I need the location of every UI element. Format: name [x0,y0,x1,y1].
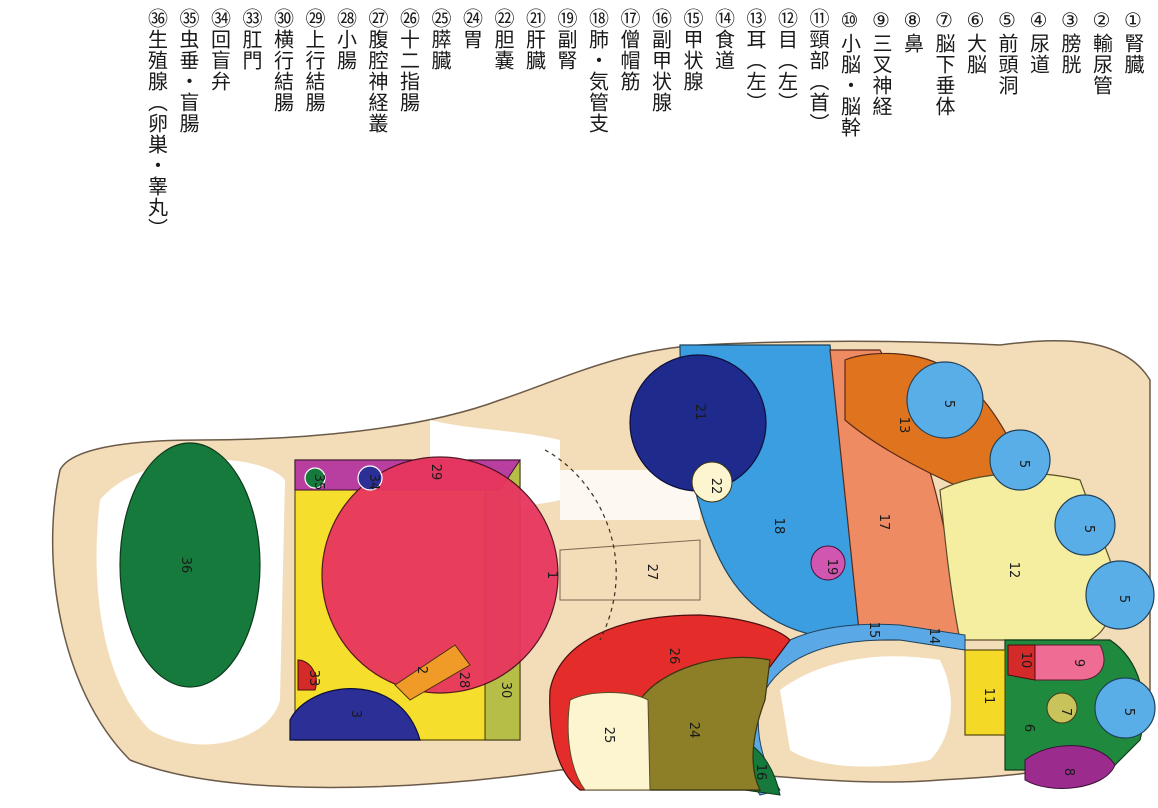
label-z19: 19 [824,559,839,576]
legend-item: ⑭食道 [711,8,737,71]
legend-item: ⑬耳（左） [742,8,768,113]
label-z22: 22 [708,478,723,495]
legend-item: ㉖十二指腸 [396,8,422,113]
label-z27: 27 [644,564,659,581]
legend-item: ㉘小腸 [333,8,359,71]
label-z26: 26 [666,648,681,665]
legend-item: ㉗腹腔神経叢 [364,8,390,134]
label-z3: 3 [348,710,363,718]
legend-item: ㉝肛門 [238,8,264,71]
legend-item: ⑪頸部（首） [805,8,831,134]
legend-item: ⑨三叉神経 [868,8,894,117]
legend-item: ㉙上行結腸 [301,8,327,113]
label-z17: 17 [876,514,891,531]
legend-item: ①腎臓 [1120,8,1146,75]
label-z35: 35 [311,474,326,491]
legend-item: ㉕膵臓 [427,8,453,71]
label-z6: 6 [1021,724,1036,732]
label-z13: 13 [896,417,911,434]
label-z24: 24 [686,722,701,739]
zone-9-trigeminal [1035,645,1104,680]
label-z15: 15 [866,622,881,639]
legend-item: ⑤前頭洞 [994,8,1020,96]
legend-item: ⑲副腎 [553,8,579,71]
label-z34: 34 [366,474,381,491]
legend-item: ⑩小脳・脳幹 [837,8,863,138]
legend-item: ⑦脳下垂体 [931,8,957,117]
label-z2: 2 [414,666,429,674]
legend-item: ㉑肝臓 [522,8,548,71]
label-z5d: 5 [1116,595,1131,603]
label-z11: 11 [981,688,996,705]
label-z28: 28 [456,672,471,689]
legend-item: ②輸尿管 [1089,8,1115,96]
label-z5a: 5 [941,400,956,408]
legend-item: ⑱肺・気管支 [585,8,611,134]
legend-item: ⑰僧帽筋 [616,8,642,92]
label-z5c: 5 [1081,525,1096,533]
legend-item: ⑮甲状腺 [679,8,705,92]
label-z7: 7 [1058,708,1073,716]
legend-item: ㉚横行結腸 [270,8,296,113]
legend-item: ㉟虫垂・盲腸 [175,8,201,134]
label-z36: 36 [178,557,193,574]
label-z18: 18 [771,518,786,535]
legend-item: ㉔胃 [459,8,485,50]
label-z9: 9 [1071,659,1086,667]
legend-item: ㉒胆嚢 [490,8,516,71]
legend-item: ⑥大脳 [963,8,989,75]
label-z1: 1 [544,571,559,579]
legend-item: ⑧鼻 [900,8,926,54]
label-z25: 25 [601,727,616,744]
label-z5b: 5 [1016,460,1031,468]
legend-item: ④尿道 [1026,8,1052,75]
label-z5e: 5 [1121,708,1136,716]
label-z21: 21 [692,404,707,421]
label-z8: 8 [1061,768,1076,776]
legend-item: ⑯副甲状腺 [648,8,674,113]
label-z33: 33 [306,670,321,687]
label-z12: 12 [1006,562,1021,579]
legend-item: ⑫目（左） [774,8,800,113]
legend-item: ③膀胱 [1057,8,1083,75]
legend-item: ㉞回盲弁 [207,8,233,92]
legend-item: ㊱生殖腺（卵巣・睾丸） [144,8,170,239]
label-z10: 10 [1018,652,1033,669]
zone-27-solar-plexus-band [560,540,700,600]
label-z30: 30 [498,682,513,699]
label-z14: 14 [926,628,941,645]
label-z16: 16 [753,764,768,781]
label-z29: 29 [428,464,443,481]
